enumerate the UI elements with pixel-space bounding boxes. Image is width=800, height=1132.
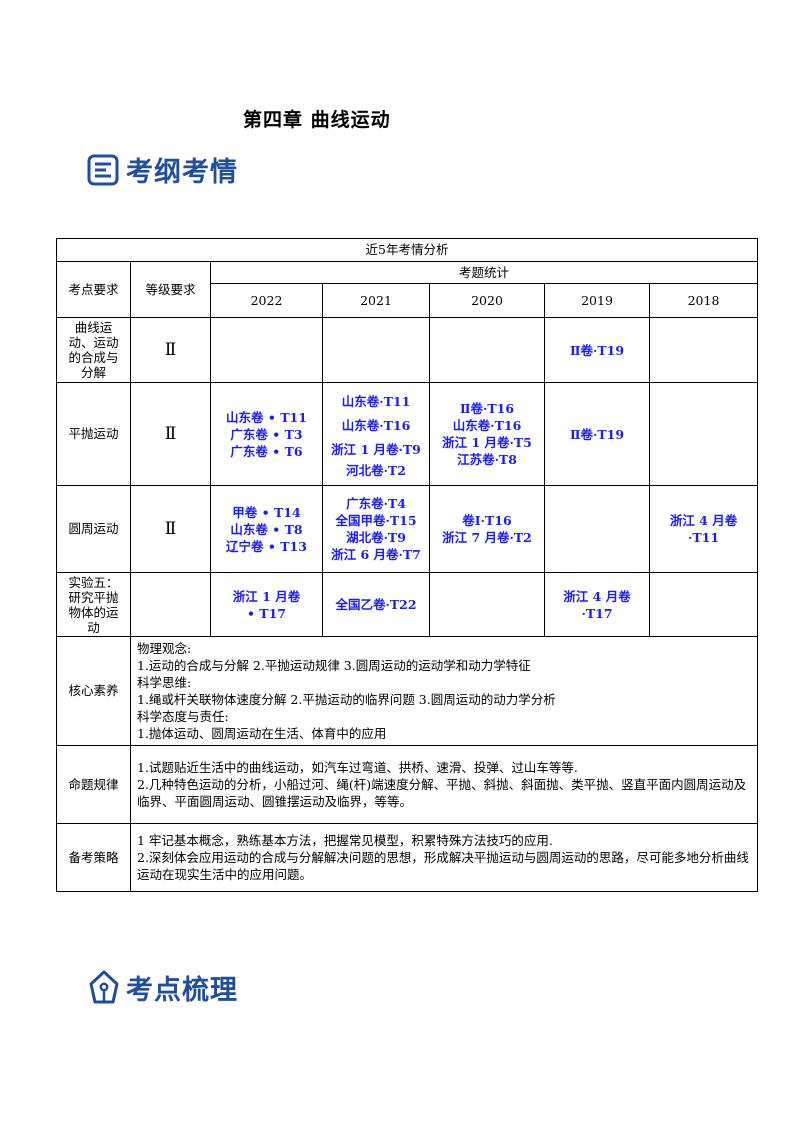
- exam-cell: Ⅱ卷·T19: [544, 317, 650, 383]
- section-heading-key-points: 考点梳理: [86, 968, 238, 1007]
- outline-list-icon: [87, 154, 119, 185]
- table-row: 核心素养 物理观念: 1.运动的合成与分解 2.平抛运动规律 3.圆周运动的运动…: [56, 636, 759, 746]
- table-row: 实验五：研究平抛物体的运动 浙江 1 月卷• T17 全国乙卷·T22 浙江 4…: [56, 572, 759, 637]
- exam-cell: Ⅱ卷·T19: [544, 382, 650, 486]
- level-value: [130, 572, 211, 637]
- level-value: Ⅱ: [130, 485, 211, 573]
- exam-analysis-table: 近5年考情分析 考点要求 等级要求 考题统计 2022 2021 2020 20…: [55, 238, 759, 892]
- rule-label: 命题规律: [56, 745, 131, 824]
- level-value: Ⅱ: [130, 317, 211, 383]
- exam-cell: 浙江 4 月卷·T17: [544, 572, 650, 637]
- year-header: 2020: [429, 283, 545, 318]
- exam-cell: [648, 382, 759, 486]
- year-header: 2019: [544, 283, 650, 318]
- exam-cell: 浙江 4 月卷·T11: [648, 485, 759, 573]
- table-caption: 近5年考情分析: [55, 238, 759, 262]
- exam-cell: [429, 572, 545, 637]
- table-row: 曲线运动、运动的合成与分解 Ⅱ Ⅱ卷·T19: [56, 317, 759, 383]
- header-level: 等级要求: [130, 261, 211, 318]
- exam-cell: 全国乙卷·T22: [322, 572, 430, 637]
- core-content: 物理观念: 1.运动的合成与分解 2.平抛运动规律 3.圆周运动的运动学和动力学…: [129, 636, 759, 746]
- level-value: Ⅱ: [130, 382, 211, 486]
- row-label: 曲线运动、运动的合成与分解: [56, 317, 131, 383]
- exam-cell: [648, 317, 759, 383]
- section-heading-exam-outline: 考纲考情: [86, 150, 238, 189]
- strategy-label: 备考策略: [56, 823, 131, 892]
- table-row: 命题规律 1.试题贴近生活中的曲线运动，如汽车过弯道、拱桥、速滑、投弹、过山车等…: [56, 745, 759, 824]
- exam-cell: [648, 572, 759, 637]
- year-header: 2022: [210, 283, 323, 318]
- row-label: 实验五：研究平抛物体的运动: [56, 572, 131, 637]
- exam-cell: 浙江 1 月卷• T17: [210, 572, 323, 637]
- exam-cell: [429, 317, 545, 383]
- chapter-title: 第四章 曲线运动: [243, 109, 391, 131]
- header-stats: 考题统计: [209, 261, 759, 284]
- exam-cell: [322, 317, 430, 383]
- rule-content: 1.试题贴近生活中的曲线运动，如汽车过弯道、拱桥、速滑、投弹、过山车等等. 2.…: [129, 745, 759, 824]
- year-header: 2018: [648, 283, 759, 318]
- table-row: 备考策略 1 牢记基本概念，熟练基本方法，把握常见模型，积累特殊方法技巧的应用.…: [56, 823, 759, 892]
- core-label: 核心素养: [56, 636, 131, 746]
- year-header: 2021: [322, 283, 430, 318]
- row-label: 平抛运动: [56, 382, 131, 486]
- header-point: 考点要求: [56, 261, 131, 318]
- strategy-content: 1 牢记基本概念，熟练基本方法，把握常见模型，积累特殊方法技巧的应用. 2.深刻…: [129, 823, 759, 892]
- row-label: 圆周运动: [56, 485, 131, 573]
- section-title: 考点梳理: [126, 975, 238, 1006]
- section-title: 考纲考情: [126, 157, 238, 188]
- exam-cell: [544, 485, 650, 573]
- exam-cell: [210, 317, 323, 383]
- pen-nib-icon: [89, 970, 119, 1003]
